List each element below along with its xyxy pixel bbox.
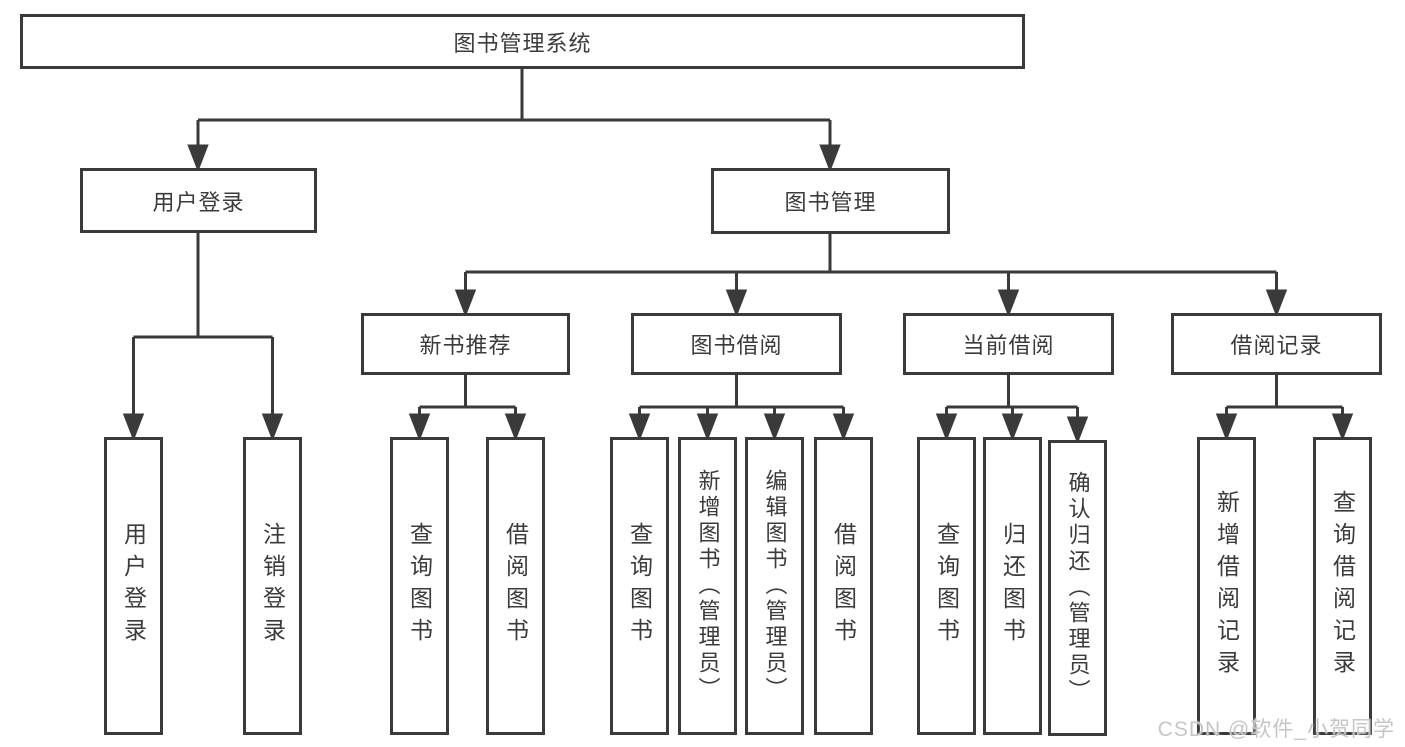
- leaf-borrow-book: 借阅图书: [814, 437, 873, 735]
- node-label: 用户登录: [120, 522, 147, 650]
- node-label: 用户登录: [152, 189, 245, 215]
- leaf-add-borrow-record: 新增借阅记录: [1197, 437, 1256, 735]
- node-label: 借阅记录: [1230, 333, 1323, 358]
- node-label: 借阅图书: [502, 522, 529, 650]
- node-label: 新增借阅记录: [1213, 490, 1240, 682]
- leaf-query-book-recommend: 查询图书: [390, 437, 449, 735]
- node-label: 当前借阅: [962, 333, 1055, 358]
- node-label: 确认归还（管理员）: [1065, 471, 1091, 705]
- node-label: 图书管理系统: [453, 30, 592, 56]
- node-label: 图书管理: [784, 190, 877, 215]
- node-root-library-system: 图书管理系统: [20, 14, 1025, 69]
- leaf-confirm-return-admin: 确认归还（管理员）: [1048, 440, 1107, 736]
- csdn-watermark: CSDN @软件_小贺同学: [1157, 718, 1395, 741]
- node-label: 查询图书: [626, 522, 653, 650]
- node-book-management: 图书管理: [711, 168, 950, 234]
- node-label: 图书借阅: [690, 333, 783, 358]
- leaf-query-book-borrow: 查询图书: [610, 437, 669, 735]
- node-label: 归还图书: [999, 522, 1026, 650]
- node-label: 编辑图书（管理员）: [762, 469, 788, 703]
- node-borrow-records: 借阅记录: [1171, 313, 1382, 375]
- leaf-return-book: 归还图书: [983, 437, 1042, 735]
- leaf-add-book-admin: 新增图书（管理员）: [678, 437, 737, 735]
- leaf-logout: 注销登录: [243, 437, 302, 735]
- node-label: 查询图书: [406, 522, 433, 650]
- node-label: 借阅图书: [830, 522, 857, 650]
- leaf-edit-book-admin: 编辑图书（管理员）: [745, 437, 804, 735]
- node-label: 查询图书: [933, 522, 960, 650]
- node-user-login: 用户登录: [80, 168, 317, 233]
- node-book-borrow: 图书借阅: [631, 313, 842, 375]
- leaf-borrow-book-recommend: 借阅图书: [486, 437, 545, 735]
- node-label: 注销登录: [259, 522, 286, 650]
- leaf-query-book-current: 查询图书: [917, 437, 976, 735]
- leaf-user-login: 用户登录: [104, 437, 163, 735]
- node-current-borrow: 当前借阅: [903, 313, 1114, 375]
- node-label: 查询借阅记录: [1329, 490, 1356, 682]
- node-new-book-recommend: 新书推荐: [361, 313, 570, 375]
- node-label: 新增图书（管理员）: [695, 469, 721, 703]
- node-label: 新书推荐: [419, 333, 512, 358]
- leaf-query-borrow-record: 查询借阅记录: [1313, 437, 1372, 735]
